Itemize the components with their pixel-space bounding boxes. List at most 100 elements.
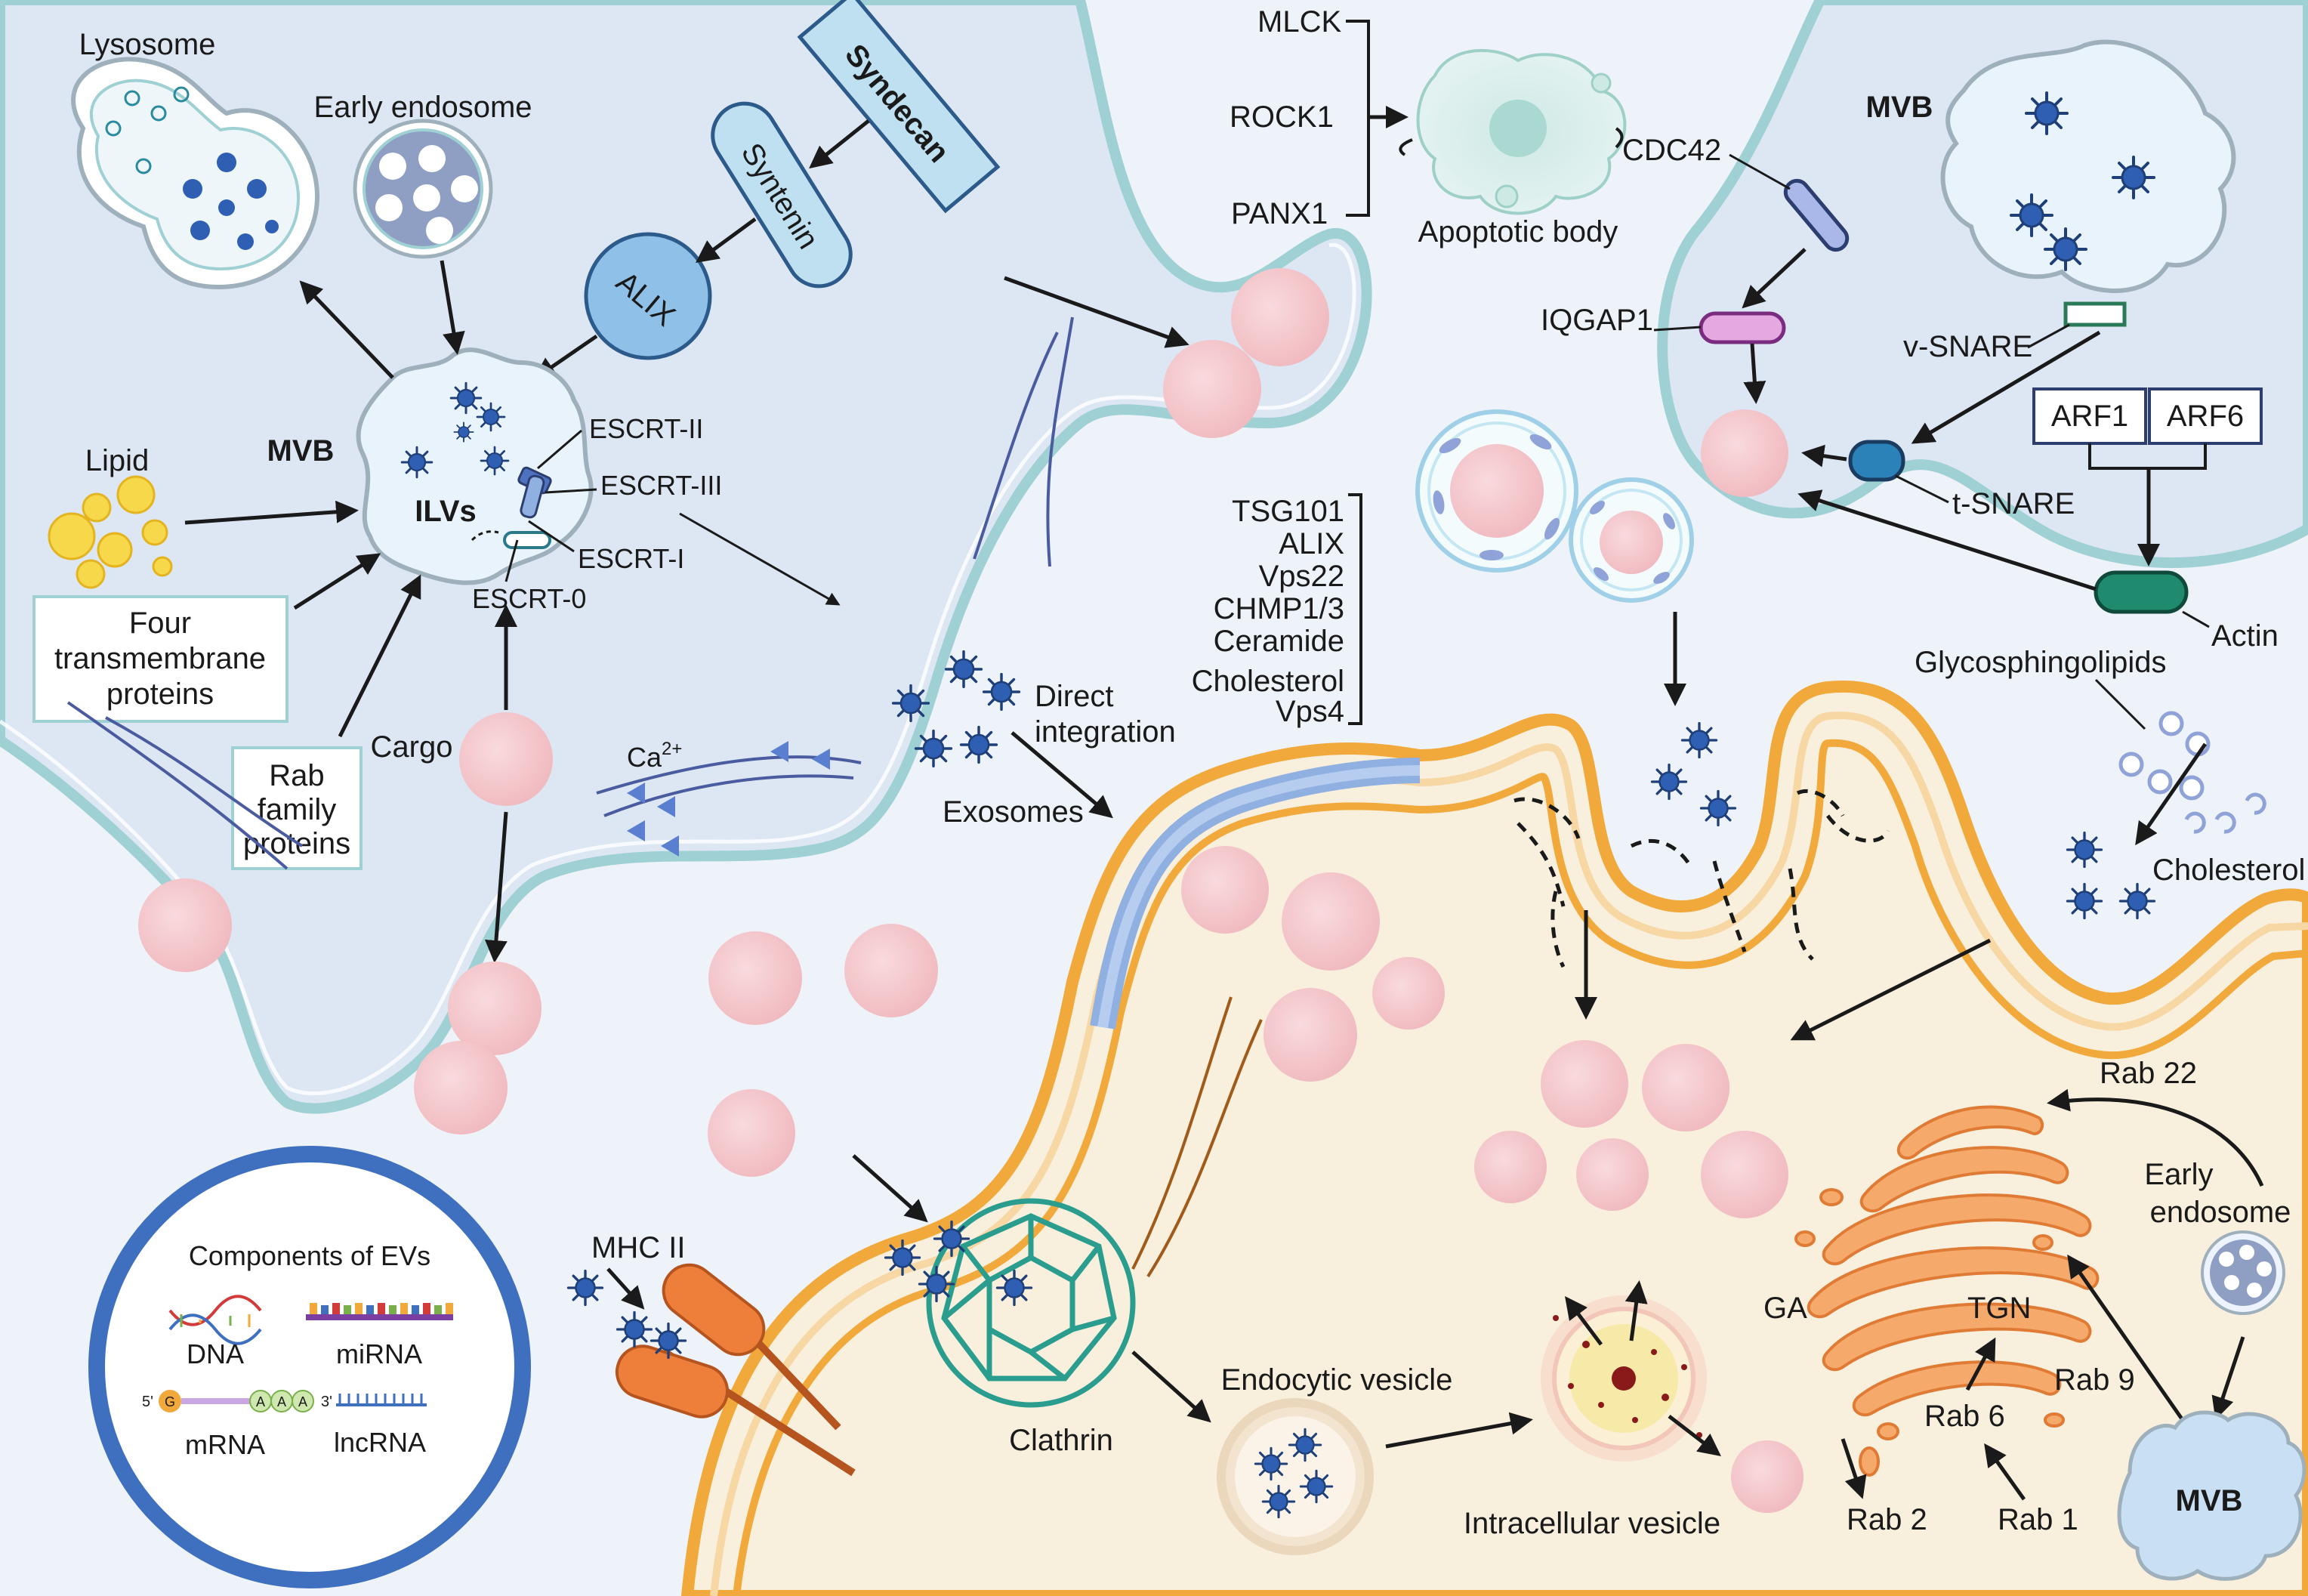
v-snare-protein	[2063, 301, 2127, 327]
escrt-ii-label: ESCRT-II	[589, 413, 703, 444]
arrow-cdc42-iqgap1	[1742, 248, 1807, 309]
lipid-droplets	[48, 475, 173, 589]
ectosome-large	[1415, 409, 1578, 573]
cdc42-label: CDC42	[1622, 134, 1721, 167]
rock1-label: ROCK1	[1230, 100, 1334, 134]
arrow-to-budding	[1004, 276, 1189, 348]
mlck-label: MLCK	[1257, 5, 1341, 39]
rab9-label: Rab 9	[2054, 1363, 2135, 1397]
tgn-label: TGN	[1967, 1292, 2031, 1325]
t-snare-label: t-SNARE	[1952, 487, 2075, 520]
components-of-evs: Components of EVs DNA	[88, 1146, 531, 1588]
early-endosome-right-line1: Early	[2144, 1158, 2213, 1191]
rab22-label: Rab 22	[2100, 1057, 2197, 1090]
rab-family-line1: Rab	[269, 759, 324, 792]
invagination-proteins	[1650, 721, 1737, 827]
v-snare-label: v-SNARE	[1903, 330, 2032, 363]
iqgap1-label: IQGAP1	[1541, 304, 1653, 337]
arrow-mhc	[606, 1267, 645, 1310]
iqgap1-protein	[1699, 311, 1786, 344]
fused-membrane-patch-core	[1097, 765, 1421, 1029]
mvb-right-body	[1940, 39, 2236, 293]
mrna-label: mRNA	[185, 1429, 265, 1460]
marker-cholesterol: Cholesterol	[1192, 665, 1344, 698]
arrow-fourtm-mvb	[293, 553, 381, 610]
actin-protein	[2094, 570, 2189, 614]
t-snare-leader	[1895, 474, 1949, 504]
mvb-left	[356, 347, 594, 585]
calcium-channels	[627, 741, 830, 857]
mrna-3prime: 3'	[321, 1394, 332, 1410]
t-snare-protein	[1848, 440, 1905, 482]
clathrin-cargo	[995, 1269, 1033, 1307]
arrow-rab22	[2047, 1088, 2264, 1187]
cargo-label: Cargo	[371, 730, 453, 764]
rab1-label: Rab 1	[1998, 1503, 2078, 1536]
recipient-membrane-inner-line	[733, 739, 2308, 1596]
intracellular-vesicle	[1541, 1295, 1707, 1462]
cdc42-leader	[1729, 153, 1791, 190]
apoptotic-bracket	[1346, 20, 1370, 217]
recipient-membrane-inner	[710, 712, 2308, 1596]
four-tm-box	[32, 595, 288, 723]
endocytic-vesicle	[1217, 1398, 1374, 1555]
arrow-rab-mvb	[338, 574, 421, 738]
four-tm-line3: proteins	[106, 678, 214, 711]
marker-chmp13: CHMP1/3	[1214, 592, 1344, 625]
mhc-ii-complex	[566, 1263, 856, 1477]
escrt-0-label: ESCRT-0	[472, 583, 586, 614]
arrow-golgi-rab2	[1841, 1438, 1867, 1499]
marker-ceramide: Ceramide	[1214, 625, 1344, 658]
actin-label: Actin	[2211, 619, 2279, 653]
apoptotic-body-label: Apoptotic body	[1418, 215, 1618, 249]
lysosome	[71, 57, 320, 290]
endocytic-vesicle-label: Endocytic vesicle	[1221, 1363, 1453, 1397]
lipid-label: Lipid	[85, 444, 150, 477]
arrow-endocytic-intracellular	[1385, 1412, 1533, 1449]
arrow-syndecan-syntenin	[809, 119, 870, 169]
upper-cell-vesicles	[138, 878, 938, 1177]
recipient-vesicles	[1181, 846, 1804, 1513]
mvb-left-label: MVB	[267, 434, 335, 468]
escrt-iii-label: ESCRT-III	[600, 470, 722, 501]
escrt-leaders	[504, 429, 597, 582]
markers-bracket	[1348, 493, 1362, 725]
v-snare-leader	[2027, 323, 2070, 349]
invagination-coat	[1513, 789, 1890, 968]
mvb-bottom	[2117, 1410, 2306, 1581]
iqgap1-leader	[1653, 326, 1702, 332]
mrna-5prime: 5'	[142, 1394, 153, 1410]
marker-alix: ALIX	[1279, 527, 1344, 560]
ilvs-label: ILVs	[415, 495, 477, 528]
mrna-cap: G	[165, 1394, 175, 1409]
arrow-raft-inward	[1790, 938, 1992, 1041]
cholesterol-label: Cholesterol	[2152, 854, 2305, 887]
arrow-endosome-mvb-bottom	[2211, 1336, 2245, 1420]
arrow-rab6-tgn	[1965, 1337, 1996, 1391]
escrt-i-label: ESCRT-I	[578, 543, 684, 574]
cargo-vesicle	[459, 712, 553, 806]
arf1-label: ARF1	[2051, 400, 2128, 433]
actin-recipient	[1131, 996, 1233, 1270]
marker-vps4: Vps4	[1276, 695, 1344, 728]
components-title: Components of EVs	[189, 1240, 430, 1271]
actin-filaments	[66, 316, 1074, 870]
arrow-vsnare-tsnare	[1911, 330, 2101, 444]
early-endosome-top-label: Early endosome	[313, 91, 532, 124]
direct-integration-line2: integration	[1035, 715, 1176, 749]
arrow-mvb-lysosome	[299, 280, 394, 379]
arrow-intracellular-down-right	[1668, 1415, 1721, 1457]
ectosome-small	[1569, 477, 1694, 603]
mrna-icon: 5' G A A A 3'	[142, 1390, 332, 1412]
actin-leader	[2182, 610, 2210, 628]
arf1-box	[2032, 387, 2147, 445]
dna-label: DNA	[187, 1338, 244, 1369]
raft-proteins	[2066, 831, 2156, 920]
arrow-direct-integration	[1011, 731, 1113, 819]
mirna-icon	[306, 1303, 453, 1320]
glycosphingolipids-label: Glycosphingolipids	[1915, 646, 2167, 679]
lysosome-label: Lysosome	[79, 28, 216, 61]
ga-label: GA	[1763, 1292, 1807, 1325]
rab-family-box	[231, 746, 363, 870]
